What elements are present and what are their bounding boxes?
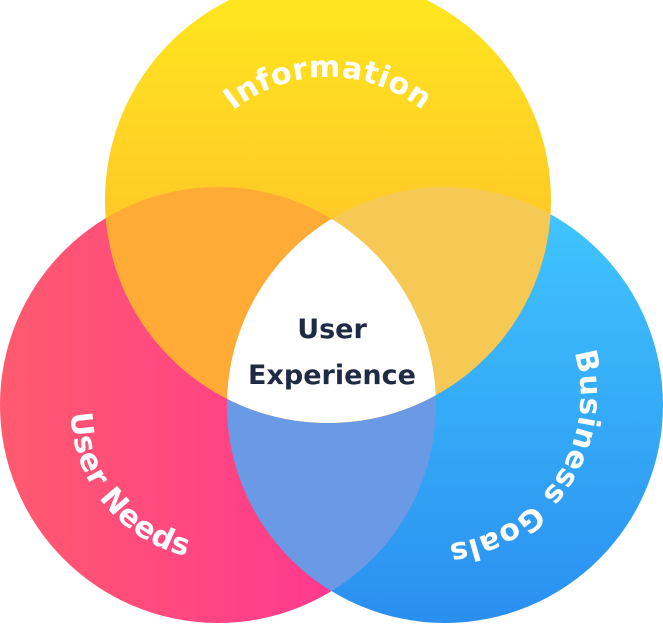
- center-intersection: [227, 187, 436, 423]
- center-label-line1: User: [297, 314, 367, 345]
- center-label-line2: Experience: [248, 360, 416, 391]
